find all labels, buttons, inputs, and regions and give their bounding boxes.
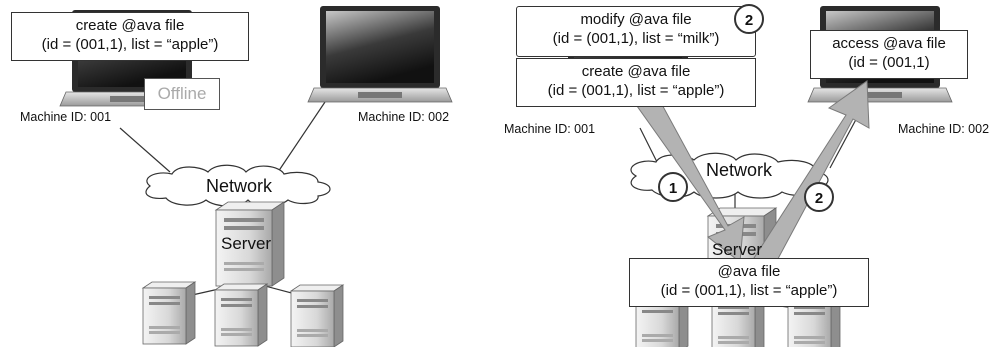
left-network-cloud bbox=[145, 164, 331, 207]
modify-line2: (id = (001,1), list = “milk”) bbox=[552, 30, 720, 47]
arrow-server-to-access bbox=[753, 80, 870, 269]
left-server-label: Server bbox=[221, 234, 272, 253]
left-laptop-002 bbox=[307, 5, 453, 103]
right-network-label: Network bbox=[706, 160, 773, 180]
step-1-badge: 1 bbox=[658, 172, 688, 202]
right-create-line1: create @ava file bbox=[581, 63, 691, 80]
left-storage-2 bbox=[214, 283, 268, 347]
right-create-file-box: create @ava file (id = (001,1), list = “… bbox=[516, 58, 756, 107]
left-create-line2: (id = (001,1), list = “apple”) bbox=[41, 36, 219, 53]
modify-line1: modify @ava file bbox=[580, 11, 692, 28]
right-server-label: Server bbox=[712, 240, 763, 259]
server-file-line2: (id = (001,1), list = “apple”) bbox=[660, 282, 838, 299]
right-machine-002-label: Machine ID: 002 bbox=[898, 122, 990, 136]
left-network-label: Network bbox=[206, 176, 273, 196]
left-create-line1: create @ava file bbox=[75, 17, 185, 34]
modify-file-box: modify @ava file (id = (001,1), list = “… bbox=[516, 6, 756, 57]
left-create-file-box: create @ava file (id = (001,1), list = “… bbox=[11, 12, 249, 61]
right-create-line2: (id = (001,1), list = “apple”) bbox=[547, 82, 725, 99]
left-machine-001-label: Machine ID: 001 bbox=[20, 110, 112, 124]
server-file-line1: @ava file bbox=[717, 263, 781, 280]
access-line1: access @ava file bbox=[832, 35, 946, 52]
offline-label: Offline bbox=[144, 78, 220, 110]
left-storage-1 bbox=[142, 281, 196, 345]
modify-step-badge: 2 bbox=[734, 4, 764, 34]
left-storage-3 bbox=[290, 284, 344, 347]
left-machine-002-label: Machine ID: 002 bbox=[358, 110, 450, 124]
access-file-box: access @ava file (id = (001,1) bbox=[810, 30, 968, 79]
server-file-box: @ava file (id = (001,1), list = “apple”) bbox=[629, 258, 869, 307]
step-2-badge: 2 bbox=[804, 182, 834, 212]
arrow-create-to-server bbox=[631, 87, 745, 263]
access-line2: (id = (001,1) bbox=[848, 54, 930, 71]
right-machine-001-label: Machine ID: 001 bbox=[504, 122, 596, 136]
